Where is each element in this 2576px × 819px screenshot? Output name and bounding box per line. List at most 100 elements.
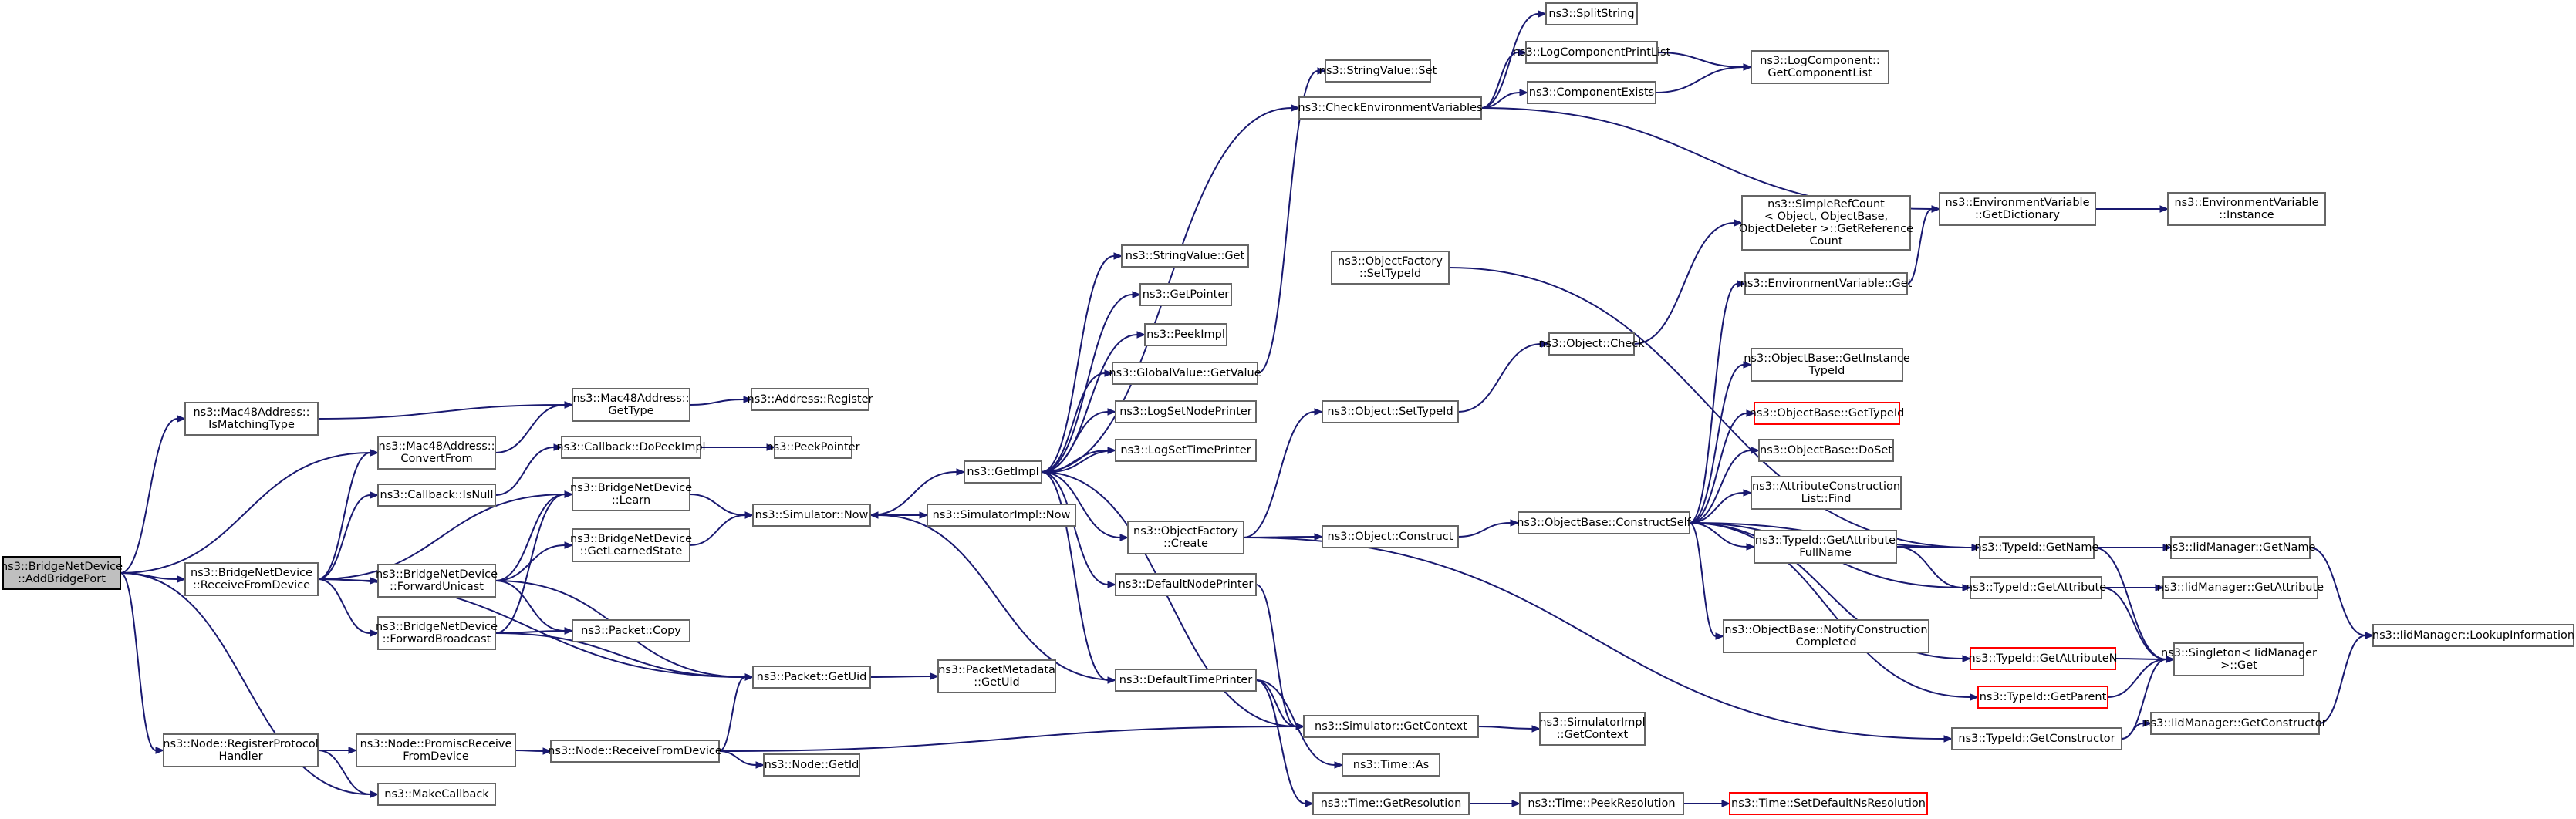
node-node-receivefromdevice[interactable]: ns3::Node::ReceiveFromDevice	[548, 740, 722, 763]
node-simulator-getcontext[interactable]: ns3::Simulator::GetContext	[1303, 715, 1479, 738]
node-getpointer[interactable]: ns3::GetPointer	[1139, 283, 1232, 306]
node-logsettimeprinter[interactable]: ns3::LogSetTimePrinter	[1115, 439, 1257, 462]
node-objectfactory-settypeid[interactable]: ns3::ObjectFactory::SetTypeId	[1331, 251, 1450, 285]
node-stringvalue-get[interactable]: ns3::StringValue::Get	[1121, 244, 1249, 268]
edge-n12-to-n19	[689, 494, 746, 516]
edge-n9-to-n16	[515, 750, 544, 752]
node-objectbase-constructself[interactable]: ns3::ObjectBase::ConstructSelf	[1517, 511, 1692, 534]
node-packet-getuid[interactable]: ns3::Packet::GetUid	[752, 666, 871, 689]
node-address-register[interactable]: ns3::Address::Register	[748, 388, 873, 411]
node-label: Handler	[218, 750, 262, 763]
arrowhead-n61-to-n65	[2159, 205, 2169, 213]
node-label: ns3::Simulator::GetContext	[1315, 720, 1467, 733]
node-environmentvariable-get[interactable]: ns3::EnvironmentVariable::Get	[1740, 272, 1913, 295]
node-packetmetadata-getuid[interactable]: ns3::PacketMetadata::GetUid	[937, 659, 1056, 693]
node-typeid-getattribute[interactable]: ns3::TypeId::GetAttribute	[1966, 576, 2106, 599]
node-bridgenetdevice-getlearnedstate[interactable]: ns3::BridgeNetDevice::GetLearnedState	[570, 528, 692, 562]
node-box	[356, 733, 516, 767]
node-getimpl[interactable]: ns3::GetImpl	[964, 460, 1042, 484]
node-environmentvariable-instance[interactable]: ns3::EnvironmentVariable::Instance	[2167, 192, 2326, 226]
node-mac48address-convertfrom[interactable]: ns3::Mac48Address::ConvertFrom	[377, 436, 496, 470]
node-logcomponentprintlist[interactable]: ns3::LogComponentPrintList	[1513, 41, 1671, 64]
node-label: ns3::ComponentExists	[1529, 86, 1655, 99]
node-makecallback[interactable]: ns3::MakeCallback	[377, 783, 496, 806]
node-defaultnodeprinter[interactable]: ns3::DefaultNodePrinter	[1115, 573, 1257, 596]
node-typeid-getconstructor[interactable]: ns3::TypeId::GetConstructor	[1951, 727, 2122, 750]
node-peekimpl[interactable]: ns3::PeekImpl	[1144, 323, 1227, 346]
node-bridgenetdevice-forwardunicast[interactable]: ns3::BridgeNetDevice::ForwardUnicast	[376, 564, 498, 598]
edge-n55-to-n63	[1896, 546, 1963, 588]
node-box	[1751, 50, 1889, 84]
edge-n45-to-n58	[1689, 522, 1971, 698]
node-time-getresolution[interactable]: ns3::Time::GetResolution	[1312, 792, 1470, 815]
node-checkenvironmentvariables[interactable]: ns3::CheckEnvironmentVariables	[1298, 96, 1483, 120]
node-typeid-getparent[interactable]: ns3::TypeId::GetParent	[1977, 686, 2108, 709]
node-label: ns3::ObjectFactory	[1133, 525, 1238, 538]
node-typeid-getname[interactable]: ns3::TypeId::GetName	[1975, 536, 2099, 559]
node-iidmanager-getattribute[interactable]: ns3::IidManager::GetAttribute	[2157, 576, 2324, 599]
node-object-construct[interactable]: ns3::Object::Construct	[1322, 525, 1459, 548]
node-time-setdefaultnsresolution[interactable]: ns3::Time::SetDefaultNsResolution	[1729, 792, 1928, 815]
node-objectbase-notifyconstruction-completed[interactable]: ns3::ObjectBase::NotifyConstructionCompl…	[1723, 619, 1929, 653]
node-simulatorimpl-now[interactable]: ns3::SimulatorImpl::Now	[927, 504, 1076, 527]
node-callback-isnull[interactable]: ns3::Callback::IsNull	[377, 484, 496, 507]
node-simulatorimpl-getcontext[interactable]: ns3::SimulatorImpl::GetContext	[1539, 712, 1646, 746]
node-object-settypeid[interactable]: ns3::Object::SetTypeId	[1322, 400, 1459, 423]
node-stringvalue-set[interactable]: ns3::StringValue::Set	[1319, 59, 1437, 83]
node-mac48address-ismatchingtype[interactable]: ns3::Mac48Address::IsMatchingType	[184, 402, 319, 436]
arrowhead-n44-to-n49	[1734, 219, 1744, 227]
node-label: ns3::TypeId::GetAttribute	[1966, 581, 2106, 594]
node-time-as[interactable]: ns3::Time::As	[1342, 753, 1440, 777]
node-simplerefcount-object-objectbase-objectdeleter-getreference-count[interactable]: ns3::SimpleRefCount< Object, ObjectBase,…	[1739, 195, 1913, 251]
node-label: ::ForwardUnicast	[390, 581, 484, 593]
node-bridgenetdevice-receivefromdevice[interactable]: ns3::BridgeNetDevice::ReceiveFromDevice	[184, 562, 319, 596]
node-mac48address-gettype[interactable]: ns3::Mac48Address::GetType	[572, 388, 690, 422]
node-box	[2173, 642, 2304, 676]
node-packet-copy[interactable]: ns3::Packet::Copy	[572, 619, 690, 642]
node-label: FromDevice	[403, 750, 469, 763]
node-label: ObjectDeleter >::GetReference	[1739, 223, 1913, 235]
node-time-peekresolution[interactable]: ns3::Time::PeekResolution	[1519, 792, 1684, 815]
node-iidmanager-getconstructor[interactable]: ns3::IidManager::GetConstructor	[2143, 712, 2327, 735]
node-globalvalue-getvalue[interactable]: ns3::GlobalValue::GetValue	[1109, 362, 1261, 385]
arrowhead-n15-to-n20	[930, 672, 940, 680]
node-box	[377, 564, 496, 598]
node-label: ns3::DefaultTimePrinter	[1119, 674, 1252, 686]
node-label: ns3::Callback::IsNull	[380, 489, 494, 501]
edge-n16-to-n38	[718, 726, 1297, 752]
node-defaulttimeprinter[interactable]: ns3::DefaultTimePrinter	[1115, 669, 1257, 692]
edge-n43-to-n48	[1655, 66, 1744, 93]
node-object-check[interactable]: ns3::Object::Check	[1538, 332, 1645, 356]
node-callback-dopeekimpl[interactable]: ns3::Callback::DoPeekImpl	[556, 436, 706, 459]
node-singleton-iidmanager-get[interactable]: ns3::Singleton< IidManager>::Get	[2161, 642, 2317, 676]
node-label: ns3::Time::SetDefaultNsResolution	[1731, 797, 1926, 810]
node-bridgenetdevice-forwardbroadcast[interactable]: ns3::BridgeNetDevice::ForwardBroadcast	[376, 616, 498, 650]
arrowhead-n38-to-n46	[1531, 725, 1541, 733]
node-logcomponent-getcomponentlist[interactable]: ns3::LogComponent::GetComponentList	[1751, 50, 1889, 84]
node-environmentvariable-getdictionary[interactable]: ns3::EnvironmentVariable::GetDictionary	[1939, 192, 2096, 226]
arrowhead-n29-to-n22	[1040, 468, 1050, 476]
node-componentexists[interactable]: ns3::ComponentExists	[1527, 81, 1656, 104]
node-objectbase-gettypeid[interactable]: ns3::ObjectBase::GetTypeId	[1750, 402, 1905, 425]
node-iidmanager-getname[interactable]: ns3::IidManager::GetName	[2166, 536, 2316, 559]
edge-n4-to-n5	[317, 750, 371, 795]
arrowhead-n45-to-n53	[1751, 447, 1761, 454]
edge-n2-to-n10	[495, 404, 566, 453]
node-peekpointer[interactable]: ns3::PeekPointer	[766, 436, 860, 459]
node-logsetnodeprinter[interactable]: ns3::LogSetNodePrinter	[1115, 400, 1257, 423]
node-simulator-now[interactable]: ns3::Simulator::Now	[752, 504, 871, 527]
node-bridgenetdevice-learn[interactable]: ns3::BridgeNetDevice::Learn	[570, 477, 692, 511]
node-iidmanager-lookupinformation[interactable]: ns3::IidManager::LookupInformation	[2372, 624, 2574, 647]
node-objectfactory-create[interactable]: ns3::ObjectFactory::Create	[1127, 521, 1244, 554]
node-node-getid[interactable]: ns3::Node::GetId	[763, 753, 860, 777]
node-splitstring[interactable]: ns3::SplitString	[1545, 2, 1638, 25]
node-typeid-getattributen[interactable]: ns3::TypeId::GetAttributeN	[1968, 647, 2118, 670]
arrowhead-n45-to-n52	[1746, 410, 1756, 417]
node-objectbase-doset[interactable]: ns3::ObjectBase::DoSet	[1758, 439, 1894, 462]
node-label: ::Create	[1163, 538, 1208, 550]
